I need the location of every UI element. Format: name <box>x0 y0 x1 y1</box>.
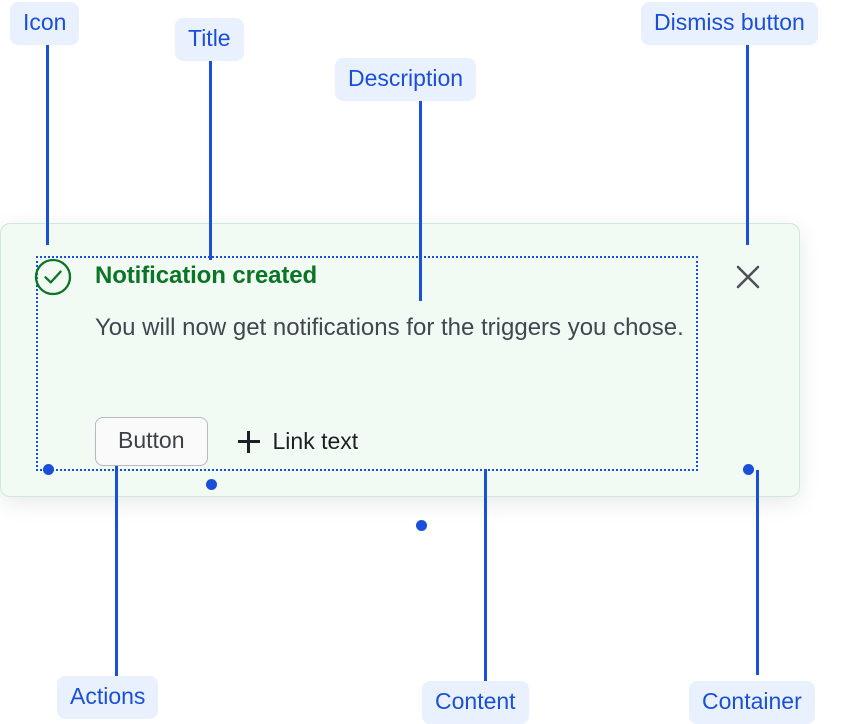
link-action[interactable]: Link text <box>237 428 359 455</box>
check-circle-icon <box>34 258 72 296</box>
annotation-label-dismiss-button: Dismiss button <box>641 2 818 45</box>
annotation-label-container: Container <box>689 681 815 724</box>
notification-description: You will now get notifications for the t… <box>95 314 684 341</box>
leader-line-title <box>209 56 212 260</box>
annotation-label-actions: Actions <box>57 676 159 719</box>
link-action-label: Link text <box>272 428 359 454</box>
leader-line-content <box>484 469 487 681</box>
leader-dot-icon <box>43 464 54 475</box>
leader-line-dismiss <box>746 40 749 245</box>
leader-dot-desc <box>416 520 427 531</box>
leader-line-actions <box>115 466 118 676</box>
leader-line-container <box>756 470 759 675</box>
action-button[interactable]: Button <box>95 417 208 466</box>
leader-line-desc <box>419 96 422 301</box>
notification-title: Notification created <box>95 262 318 289</box>
leader-dot-dismiss <box>743 464 754 475</box>
plus-icon <box>237 430 260 453</box>
content-region-outline <box>36 256 698 471</box>
annotation-label-icon: Icon <box>10 2 80 45</box>
notification-actions: Button Link text <box>95 417 358 466</box>
annotation-label-title: Title <box>175 18 244 61</box>
leader-dot-title <box>206 479 217 490</box>
annotation-label-content: Content <box>422 681 529 724</box>
close-icon[interactable] <box>731 260 765 294</box>
annotation-label-description: Description <box>335 58 477 101</box>
leader-line-icon <box>46 40 49 245</box>
